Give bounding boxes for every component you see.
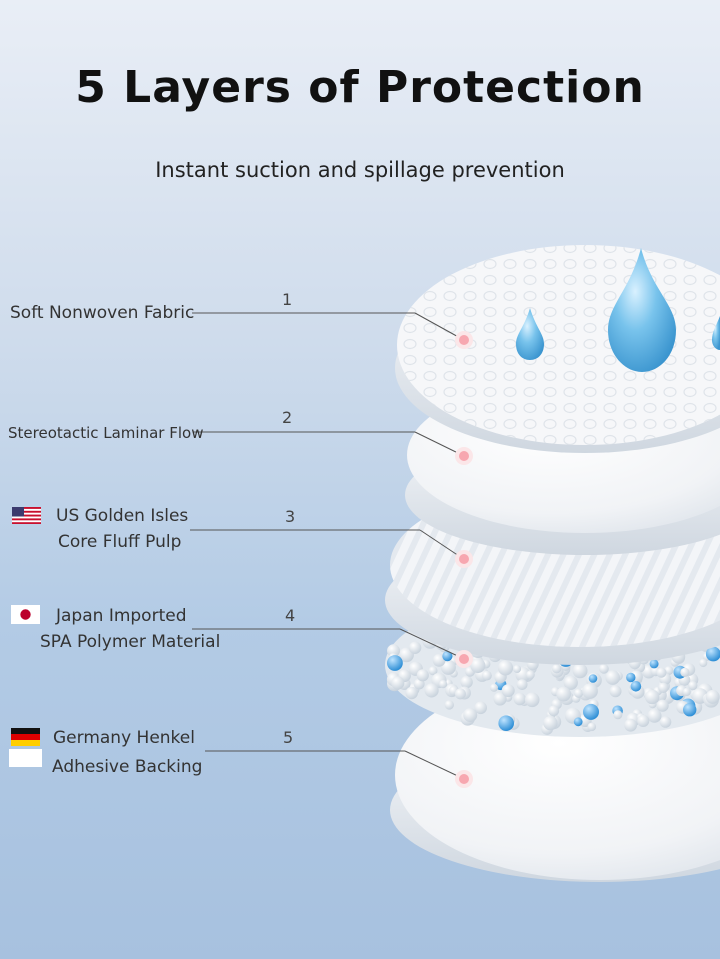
polymer-bead [626, 672, 636, 683]
page-subtitle: Instant suction and spillage prevention [155, 158, 565, 182]
layer-4-label-line1: Japan Imported [56, 606, 187, 626]
polymer-bead [526, 670, 535, 680]
polymer-bead [460, 675, 473, 689]
polymer-bead [556, 686, 571, 702]
polymer-bead [572, 663, 588, 679]
layer-2-number: 2 [282, 408, 293, 427]
polymer-bead [705, 646, 720, 662]
polymer-bead [482, 670, 492, 681]
polymer-bead [656, 667, 667, 678]
polymer-bead [463, 708, 478, 723]
layer-5-label-line2: Adhesive Backing [52, 757, 203, 777]
polymer-bead [605, 670, 620, 685]
polymer-bead [513, 665, 522, 673]
layer-2-label: Stereotactic Laminar Flow [8, 424, 204, 442]
polymer-bead [659, 716, 672, 728]
layer-4-label-line2: SPA Polymer Material [40, 632, 221, 652]
polymer-bead [391, 676, 405, 690]
polymer-bead [548, 705, 560, 717]
polymer-bead [609, 685, 622, 698]
polymer-bead [440, 659, 456, 675]
leader-lines [190, 312, 463, 779]
marker-dots [455, 331, 473, 788]
polymer-bead [493, 692, 507, 706]
polymer-bead [680, 667, 690, 678]
polymer-bead [405, 686, 418, 700]
polymer-bead [439, 680, 448, 689]
layer-4-number: 4 [285, 606, 296, 625]
polymer-bead [587, 722, 597, 732]
polymer-bead [582, 683, 598, 699]
polymer-bead [658, 682, 669, 693]
polymer-bead [637, 714, 650, 728]
layer-3-number: 3 [285, 507, 296, 526]
polymer-bead [428, 666, 438, 676]
polymer-bead [563, 675, 578, 690]
polymer-bead [408, 641, 422, 654]
polymer-bead [656, 699, 669, 712]
layer-5-number: 5 [283, 728, 294, 747]
polymer-bead [432, 653, 446, 667]
polymer-bead [524, 692, 540, 708]
layer-3-label-line1: US Golden Isles [56, 506, 189, 526]
polymer-bead [613, 710, 623, 720]
polymer-bead [699, 658, 708, 668]
polymer-bead [664, 666, 674, 676]
polymer-bead [688, 681, 698, 691]
polymer-bead [442, 651, 453, 662]
polymer-bead [501, 684, 515, 698]
page-title: 5 Layers of Protection [75, 62, 645, 113]
polymer-bead [543, 715, 558, 731]
polymer-bead [497, 660, 514, 676]
us-flag-icon [12, 507, 41, 524]
polymer-bead [387, 644, 400, 658]
polymer-bead [573, 717, 583, 727]
germany-flag-icon [9, 728, 42, 767]
polymer-bead [416, 669, 429, 682]
polymer-bead [682, 687, 691, 697]
layer-5-label-line1: Germany Henkel [53, 728, 195, 748]
polymer-bead [630, 681, 642, 692]
water-droplet-icon [516, 248, 720, 372]
layer-1-number: 1 [282, 290, 293, 309]
polymer-bead [583, 703, 599, 720]
polymer-bead [470, 658, 486, 674]
japan-flag-icon [11, 605, 40, 624]
polymer-bead [705, 689, 720, 704]
polymer-bead [513, 692, 526, 706]
polymer-bead [574, 688, 584, 698]
polymer-bead [490, 683, 498, 692]
polymer-bead [474, 701, 488, 715]
polymer-bead [498, 715, 514, 731]
polymer-bead [649, 659, 659, 669]
polymer-bead [588, 674, 598, 683]
polymer-bead [624, 718, 637, 732]
polymer-bead [645, 689, 660, 705]
polymer-bead [454, 688, 466, 700]
polymer-bead [424, 683, 439, 698]
polymer-bead [647, 708, 662, 723]
polymer-bead [599, 663, 609, 674]
polymer-bead [552, 664, 562, 674]
layer-1-label: Soft Nonwoven Fabric [10, 303, 195, 323]
polymer-bead [516, 679, 528, 690]
polymer-bead [444, 700, 454, 710]
polymer-bead [683, 703, 697, 717]
polymer-bead [387, 655, 403, 671]
layer-3-label-line2: Core Fluff Pulp [58, 532, 182, 552]
